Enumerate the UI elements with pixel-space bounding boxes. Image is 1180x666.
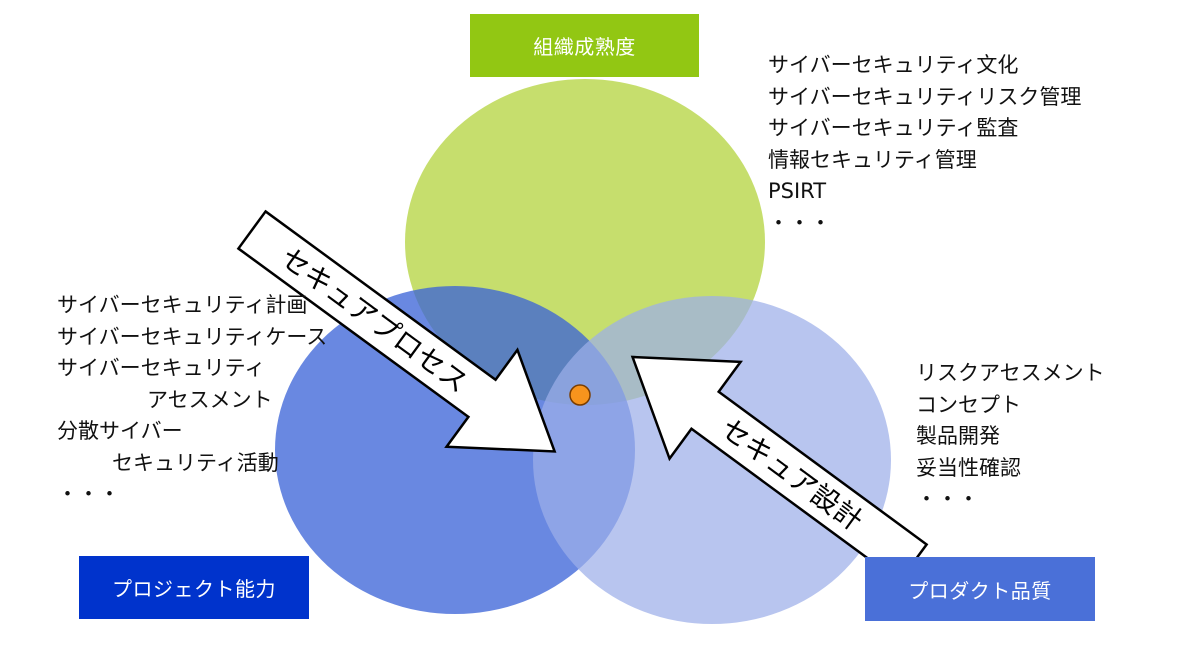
list-item: アセスメント [147, 387, 273, 412]
product-circle [533, 296, 891, 624]
project-capability-label: プロジェクト能力 [79, 556, 309, 619]
list-item: サイバーセキュリティ [57, 356, 266, 380]
list-item: サイバーセキュリティケース [57, 324, 328, 349]
list-item: ・・・ [916, 487, 979, 511]
list-item: 妥当性確認 [916, 455, 1021, 480]
organization-items-list: サイバーセキュリティ文化 サイバーセキュリティリスク管理 サイバーセキュリティ監… [768, 50, 1081, 239]
product-quality-label: プロダクト品質 [865, 557, 1095, 621]
list-item: PSIRT [768, 179, 827, 203]
center-point-dot [569, 384, 591, 406]
list-item: 製品開発 [916, 424, 1000, 448]
product-items-list: リスクアセスメント コンセプト 製品開発 妥当性確認 ・・・ [916, 358, 1105, 516]
list-item: 情報セキュリティ管理 [768, 147, 977, 172]
list-item: ・・・ [57, 482, 120, 506]
organization-maturity-label: 組織成熟度 [470, 14, 699, 77]
list-item: セキュリティ活動 [112, 450, 279, 475]
project-items-list: サイバーセキュリティ計画 サイバーセキュリティケース サイバーセキュリティ アセ… [57, 290, 327, 511]
project-circle [275, 286, 635, 614]
list-item: ・・・ [768, 210, 831, 235]
list-item: サイバーセキュリティ文化 [768, 53, 1019, 77]
list-item: 分散サイバー [57, 419, 183, 443]
list-item: サイバーセキュリティ監査 [768, 116, 1019, 140]
list-item: サイバーセキュリティ計画 [57, 293, 308, 317]
list-item: リスクアセスメント [916, 361, 1105, 385]
list-item: サイバーセキュリティリスク管理 [768, 84, 1082, 109]
list-item: コンセプト [916, 392, 1021, 417]
